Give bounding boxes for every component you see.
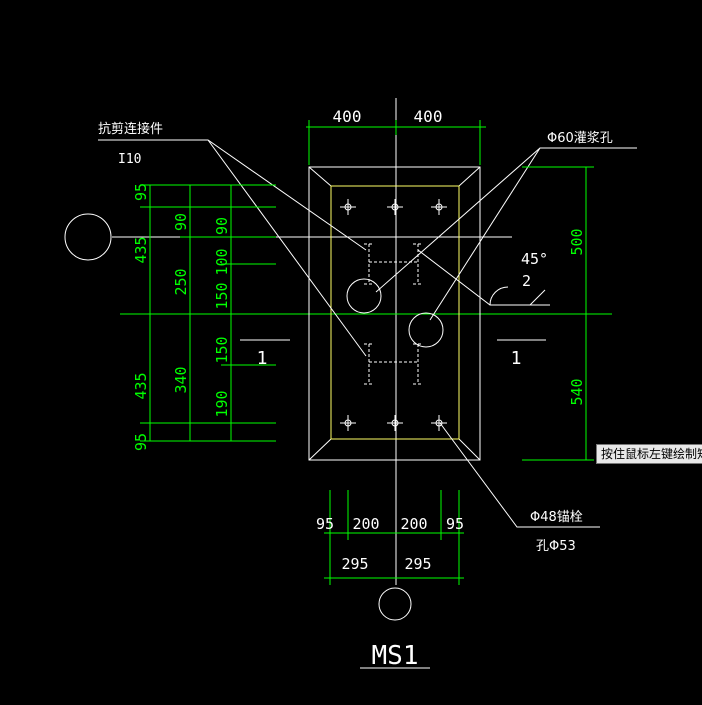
dim-left-mid-3: 340 [172,366,190,393]
drawing-title: MS1 [372,641,419,671]
dim-right-1: 500 [568,228,586,255]
bolt-mark [340,415,356,431]
leader-grout-2 [429,147,541,321]
section-mark-right: 1 [511,348,522,369]
leader-grout [375,147,637,293]
shear-keys [364,243,423,385]
leaders [98,139,637,528]
grout-hole-right [408,312,444,348]
dim-bottom-5: 295 [341,555,368,573]
axis-lines [112,98,512,585]
label-anchor-bolt: Φ48锚栓 [530,510,583,525]
dim-bottom-4: 95 [446,515,464,533]
anchor-bolts [340,199,447,431]
axis-bubble-left [64,213,112,261]
chamfer-line [458,438,481,461]
bolt-mark [431,415,447,431]
dim-left-outer-1: 95 [132,183,150,201]
chamfer-line [308,166,332,187]
axis-bubble-bottom [378,587,412,621]
leader-shear-key-2 [207,139,367,357]
dim-left-inner-5: 190 [213,390,231,417]
dim-top-2: 400 [414,107,443,126]
grout-hole-left [346,278,382,314]
dim-left-outer-4: 95 [132,433,150,451]
dim-left-inner-3: 150 [213,282,231,309]
dim-left-outer-2: 435 [132,236,150,263]
angle-label: 45° [521,250,548,268]
dimension-lines [140,120,594,585]
base-plate-outer [308,166,481,461]
angle-arc [489,286,509,306]
dim-right-2: 540 [568,378,586,405]
base-plate [308,166,481,461]
bolt-mark [431,199,447,215]
dim-bottom-3: 200 [400,515,427,533]
dim-top-1: 400 [333,107,362,126]
leader-anchor [439,422,600,528]
chamfer-line [458,166,481,187]
bolt-mark [340,199,356,215]
label-shear-key-size: I10 [118,152,141,167]
dim-left-inner-1: 90 [213,217,231,235]
shear-key-upper [364,243,423,285]
label-shear-key: 抗剪连接件 [98,121,163,137]
column-outline [330,185,460,440]
dim-left-mid-2: 250 [172,268,190,295]
dim-bottom-6: 295 [404,555,431,573]
bolt-mark [387,415,403,431]
dim-bottom-1: 95 [316,515,334,533]
section-mark-left: 1 [257,348,268,369]
dim-left-outer-3: 435 [132,372,150,399]
shear-key-lower [364,343,423,385]
dim-left-mid-1: 90 [172,213,190,231]
bolt-mark [387,199,403,215]
weld-symbol [417,249,550,306]
dim-left-inner-2: 100 [213,248,231,275]
weld-size-label: 2 [522,272,531,290]
chamfer-line [308,438,332,461]
weld-tick [529,289,546,306]
label-grout-hole: Φ60灌浆孔 [547,131,613,146]
label-anchor-hole: 孔Φ53 [536,539,576,554]
dim-left-inner-4: 150 [213,336,231,363]
dim-bottom-2: 200 [352,515,379,533]
command-tooltip: 按住鼠标左键绘制矩 [596,444,702,464]
